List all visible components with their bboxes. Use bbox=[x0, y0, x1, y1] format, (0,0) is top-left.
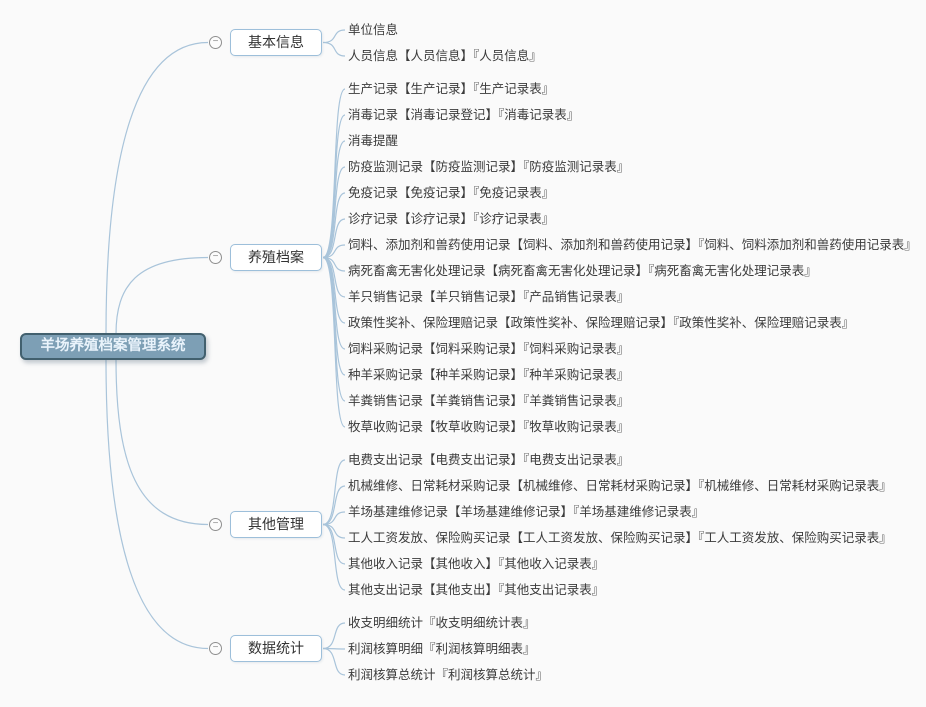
collapse-button-data-statistics[interactable]: − bbox=[209, 642, 222, 655]
collapse-button-breeding-archive[interactable]: − bbox=[209, 251, 222, 264]
leaf-topic[interactable]: 其他支出记录【其他支出】『其他支出记录表』 bbox=[348, 583, 605, 597]
leaf-topic[interactable]: 羊粪销售记录【羊粪销售记录】『羊粪销售记录表』 bbox=[348, 394, 630, 408]
leaf-topic[interactable]: 防疫监测记录【防疫监测记录】『防疫监测记录表』 bbox=[348, 160, 630, 174]
leaf-topic[interactable]: 牧草收购记录【牧草收购记录】『牧草收购记录表』 bbox=[348, 420, 630, 434]
leaf-group-basic-info: 单位信息 人员信息【人员信息】『人员信息』 bbox=[348, 17, 926, 69]
branch-node-other-management[interactable]: 其他管理 bbox=[230, 511, 322, 538]
leaf-topic[interactable]: 政策性奖补、保险理赔记录【政策性奖补、保险理赔记录】『政策性奖补、保险理赔记录表… bbox=[348, 316, 855, 330]
branch-node-data-statistics[interactable]: 数据统计 bbox=[230, 635, 322, 662]
leaf-topic[interactable]: 人员信息【人员信息】『人员信息』 bbox=[348, 49, 542, 63]
leaf-column: 单位信息 人员信息【人员信息】『人员信息』 生产记录【生产记录】『生产记录表』 … bbox=[348, 17, 926, 688]
leaf-group-data-statistics: 收支明细统计『收支明细统计表』 利润核算明细『利润核算明细表』 利润核算总统计『… bbox=[348, 610, 926, 688]
minus-icon: − bbox=[212, 642, 219, 653]
leaf-group-breeding-archive: 生产记录【生产记录】『生产记录表』 消毒记录【消毒记录登记】『消毒记录表』 消毒… bbox=[348, 76, 926, 440]
leaf-topic[interactable]: 收支明细统计『收支明细统计表』 bbox=[348, 616, 536, 630]
leaf-topic[interactable]: 电费支出记录【电费支出记录】『电费支出记录表』 bbox=[348, 453, 630, 467]
leaf-topic[interactable]: 消毒提醒 bbox=[348, 134, 399, 148]
leaf-topic[interactable]: 消毒记录【消毒记录登记】『消毒记录表』 bbox=[348, 108, 580, 122]
leaf-topic[interactable]: 羊场基建维修记录【羊场基建维修记录】『羊场基建维修记录表』 bbox=[348, 505, 705, 519]
branch-node-breeding-archive[interactable]: 养殖档案 bbox=[230, 244, 322, 271]
leaf-topic[interactable]: 饲料采购记录【饲料采购记录】『饲料采购记录表』 bbox=[348, 342, 630, 356]
collapse-button-other-management[interactable]: − bbox=[209, 518, 222, 531]
leaf-topic[interactable]: 利润核算明细『利润核算明细表』 bbox=[348, 642, 536, 656]
leaf-topic[interactable]: 利润核算总统计『利润核算总统计』 bbox=[348, 668, 549, 682]
leaf-topic[interactable]: 其他收入记录【其他收入】『其他收入记录表』 bbox=[348, 557, 605, 571]
minus-icon: − bbox=[212, 518, 219, 529]
leaf-topic[interactable]: 种羊采购记录【种羊采购记录】『种羊采购记录表』 bbox=[348, 368, 630, 382]
leaf-group-other-management: 电费支出记录【电费支出记录】『电费支出记录表』 机械维修、日常耗材采购记录【机械… bbox=[348, 447, 926, 603]
leaf-topic[interactable]: 生产记录【生产记录】『生产记录表』 bbox=[348, 82, 555, 96]
leaf-topic[interactable]: 机械维修、日常耗材采购记录【机械维修、日常耗材采购记录】『机械维修、日常耗材采购… bbox=[348, 479, 892, 493]
collapse-button-basic-info[interactable]: − bbox=[209, 36, 222, 49]
minus-icon: − bbox=[212, 251, 219, 262]
leaf-topic[interactable]: 免疫记录【免疫记录】『免疫记录表』 bbox=[348, 186, 555, 200]
leaf-topic[interactable]: 工人工资发放、保险购买记录【工人工资发放、保险购买记录】『工人工资发放、保险购买… bbox=[348, 531, 892, 545]
minus-icon: − bbox=[212, 36, 219, 47]
leaf-topic[interactable]: 饲料、添加剂和兽药使用记录【饲料、添加剂和兽药使用记录】『饲料、饲料添加剂和兽药… bbox=[348, 238, 917, 252]
branch-node-basic-info[interactable]: 基本信息 bbox=[230, 29, 322, 56]
leaf-topic[interactable]: 诊疗记录【诊疗记录】『诊疗记录表』 bbox=[348, 212, 555, 226]
root-node[interactable]: 羊场养殖档案管理系统 bbox=[20, 333, 206, 360]
leaf-topic[interactable]: 单位信息 bbox=[348, 23, 399, 37]
leaf-topic[interactable]: 病死畜禽无害化处理记录【病死畜禽无害化处理记录】『病死畜禽无害化处理记录表』 bbox=[348, 264, 817, 278]
leaf-topic[interactable]: 羊只销售记录【羊只销售记录】『产品销售记录表』 bbox=[348, 290, 630, 304]
